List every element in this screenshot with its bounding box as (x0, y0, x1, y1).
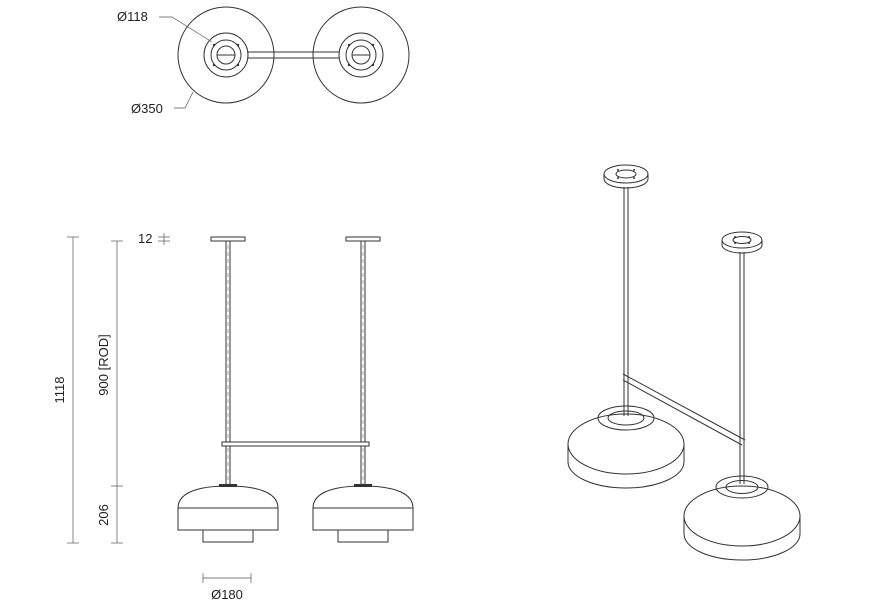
canopy-right (345, 236, 381, 242)
isometric-view (567, 164, 801, 561)
rod-length-label: 900 [ROD] (96, 334, 111, 395)
shade-diameter-label: Ø350 (131, 101, 163, 116)
canopy-diameter-label: Ø118 (117, 9, 148, 24)
elevation-view: 12 1118 900 [ROD] 206 Ø180 (52, 231, 414, 602)
plan-view: Ø118 Ø350 (117, 6, 410, 116)
shade-height-label: 206 (96, 504, 111, 526)
canopy-left (210, 236, 246, 242)
diffuser-diameter-label: Ø180 (211, 587, 243, 602)
crossbar (221, 441, 370, 447)
canopy-thickness-label: 12 (138, 231, 152, 246)
overall-height-label: 1118 (52, 377, 67, 404)
